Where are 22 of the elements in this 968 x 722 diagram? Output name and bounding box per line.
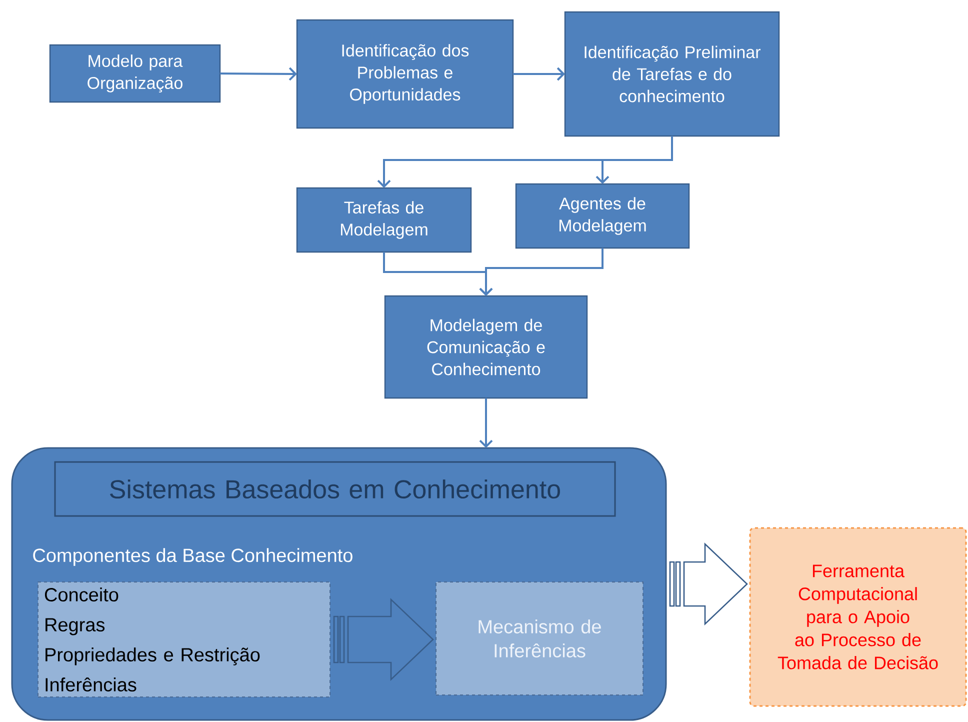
component-list-box [38, 582, 330, 698]
process-box: Modelo para Organização [49, 44, 221, 103]
block-arrow [333, 598, 434, 682]
arrow [479, 248, 604, 296]
process-box: Agentes de Modelagem [515, 183, 690, 249]
arrow [220, 67, 297, 81]
title-box: Sistemas Baseados em Conhecimento [54, 461, 616, 517]
list-item: Propriedades e Restrição [46, 648, 260, 666]
list-item: Regras [46, 618, 105, 636]
process-box: Modelagem de Comunicação e Conhecimento [384, 295, 588, 399]
block-arrow [669, 542, 748, 626]
panel-heading: Componentes da Base Conhecimento [33, 548, 352, 566]
result-box: Ferramenta Computacional para o Apoio ao Processo de Tomada de Decisão [749, 527, 967, 707]
process-box: Identificação Preliminar de Tarefas e do conhecimento [564, 11, 780, 137]
arrow [596, 136, 674, 184]
process-box: Mecanismo de Inferências [436, 582, 644, 696]
process-box: Tarefas de Modelagem [296, 187, 472, 253]
process-box: Identificação dos Problemas e Oportunidades [296, 19, 514, 129]
arrow [513, 67, 565, 81]
list-item: Conceito [44, 588, 118, 602]
list-item: Inferências [46, 677, 136, 692]
arrow [479, 398, 493, 448]
